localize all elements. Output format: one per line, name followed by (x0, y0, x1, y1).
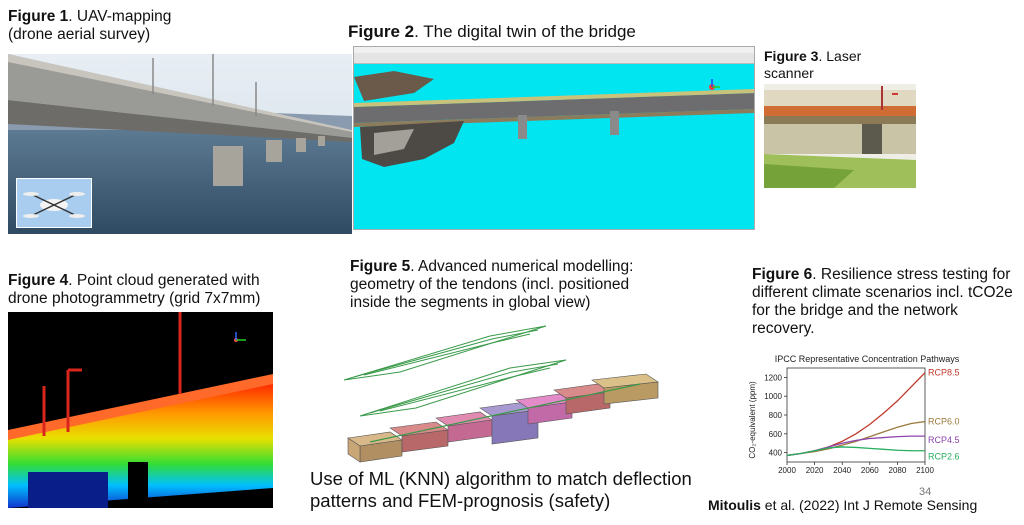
figure-5-text: . Advanced numerical modelling: geometry… (350, 258, 634, 311)
series-line-rcp85 (786, 372, 926, 457)
x-tick-label: 2020 (806, 466, 824, 475)
chart-title: IPCC Representative Concentration Pathwa… (775, 354, 960, 364)
x-tick-label: 2040 (833, 466, 851, 475)
series-line-rcp26 (786, 446, 925, 457)
drone-inset-photo (16, 178, 92, 228)
point-cloud-image (8, 312, 273, 508)
rcp-chart: IPCC Representative Concentration Pathwa… (745, 350, 975, 486)
citation-author: Mitoulis (708, 497, 761, 513)
figure-2-label: Figure 2 (348, 22, 415, 41)
page-number: 34 (919, 486, 932, 498)
y-tick-label: 400 (769, 449, 783, 458)
rcp-chart-svg: IPCC Representative Concentration Pathwa… (748, 354, 960, 475)
figure-3-label: Figure 3 (764, 48, 819, 64)
software-toolbar (354, 53, 754, 64)
series-label: RCP2.6 (928, 452, 960, 462)
figure-1-caption: Figure 1. UAV-mapping (drone aerial surv… (8, 8, 208, 44)
uav-bridge-photo (8, 54, 352, 234)
citation: Mitoulis et al. (2022) Int J Remote Sens… (708, 497, 977, 513)
ml-knn-note: Use of ML (KNN) algorithm to match defle… (310, 468, 692, 511)
y-tick-label: 1000 (764, 392, 782, 401)
figure-3-caption: Figure 3. Laser scanner (764, 48, 894, 82)
series-label: RCP6.0 (928, 417, 960, 427)
series-label: RCP8.5 (928, 368, 960, 378)
figure-6-text: . Resilience stress testing for differen… (752, 266, 1013, 337)
x-tick-label: 2080 (889, 466, 907, 475)
x-tick-label: 2060 (861, 466, 879, 475)
x-tick-label: 2100 (916, 466, 934, 475)
y-tick-label: 800 (769, 411, 783, 420)
citation-rest: et al. (2022) Int J Remote Sensing (760, 497, 978, 513)
y-tick-label: 1200 (764, 373, 782, 382)
figure-4-caption: Figure 4. Point cloud generated with dro… (8, 272, 290, 308)
figure-1-label: Figure 1 (8, 8, 69, 25)
chart-y-axis-label: CO₂-equivalent (ppm) (748, 381, 757, 459)
figure-2-caption: Figure 2. The digital twin of the bridge (348, 22, 708, 42)
figure-6-label: Figure 6 (752, 266, 813, 283)
figure-1-text: . UAV-mapping (drone aerial survey) (8, 8, 172, 43)
laser-scan-image (764, 84, 916, 188)
tendon-model-image (340, 322, 670, 468)
x-tick-label: 2000 (778, 466, 796, 475)
digital-twin-view (353, 46, 755, 230)
figure-4-text: . Point cloud generated with drone photo… (8, 272, 261, 307)
series-label: RCP4.5 (928, 435, 960, 445)
figure-4-label: Figure 4 (8, 272, 69, 289)
figure-3-text: . Laser scanner (764, 48, 862, 81)
figure-2-text: . The digital twin of the bridge (414, 22, 636, 41)
software-menu-bar (354, 47, 754, 53)
figure-5-caption: Figure 5. Advanced numerical modelling: … (350, 258, 670, 312)
figure-6-caption: Figure 6. Resilience stress testing for … (752, 266, 1022, 338)
y-tick-label: 600 (769, 430, 783, 439)
figure-5-label: Figure 5 (350, 258, 411, 275)
